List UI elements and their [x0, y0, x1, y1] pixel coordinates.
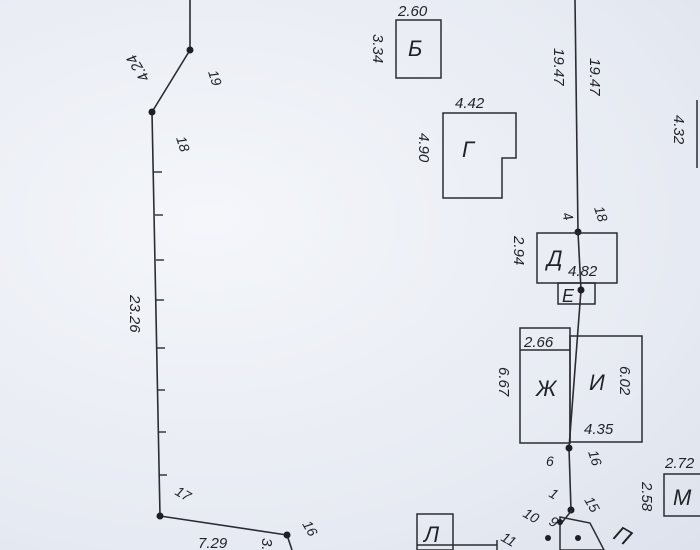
survey-point-10 [557, 519, 563, 525]
building-i-height: 6.02 [616, 366, 633, 396]
survey-point-18 [148, 108, 156, 116]
boundary-line-right-4 [568, 447, 572, 511]
survey-point-18b [574, 228, 582, 236]
building-m: М 2.72 2.58 [638, 455, 700, 517]
point-label-1: 1 [547, 485, 562, 503]
building-p-outline [559, 516, 605, 550]
point-label-11: 11 [499, 529, 520, 550]
building-d: Д 4.82 2.94 [510, 232, 618, 284]
dim-right-b: 19.47 [586, 58, 603, 96]
survey-point-16 [283, 531, 291, 539]
building-d-width: 4.82 [568, 263, 598, 280]
survey-point-e [577, 286, 585, 294]
building-l-outline [416, 513, 454, 550]
building-i-label: И [589, 370, 605, 395]
point-label-18: 18 [173, 134, 193, 154]
survey-point-6 [565, 444, 573, 452]
boundary-segment-18-17 [151, 111, 161, 517]
building-zh-height: 6.67 [495, 367, 512, 397]
right-edge-building: 4.32 [670, 100, 698, 168]
right-boundary [565, 0, 585, 514]
survey-point-17 [156, 512, 164, 520]
building-b-width: 2.60 [397, 3, 428, 20]
dim-19-18: 4.24 [124, 51, 154, 85]
point-label-17: 17 [173, 483, 196, 505]
building-e: Е [557, 282, 596, 306]
building-g-outline [442, 112, 517, 199]
building-b-height: 3.34 [369, 34, 386, 63]
building-d-label: Д [544, 246, 563, 271]
building-i: И 4.35 6.02 [569, 335, 643, 443]
building-d-height: 2.94 [510, 235, 527, 265]
boundary-segment-17-16 [159, 515, 288, 536]
building-m-height: 2.58 [638, 481, 655, 512]
boundary-line-right-3 [568, 289, 582, 449]
survey-point-11 [545, 535, 551, 541]
building-b-label: Б [408, 36, 422, 61]
building-b-outline [395, 19, 442, 79]
point-label-19: 19 [205, 68, 225, 88]
survey-point-9 [575, 535, 581, 541]
survey-point-19 [186, 46, 194, 54]
building-p-label: П [610, 521, 636, 550]
dim-17-16: 7.29 [198, 535, 228, 550]
dim-partial: 3. [258, 538, 275, 550]
boundary-segment-19-18 [151, 49, 191, 113]
point-label-16b: 16 [585, 448, 605, 468]
dim-18-d: 4 [559, 210, 577, 223]
point-label-16: 16 [299, 518, 321, 540]
building-g-height: 4.90 [415, 133, 432, 163]
building-zh: Ж 2.66 6.67 [495, 327, 571, 444]
point-label-10: 10 [521, 505, 543, 527]
boundary-line-right [574, 0, 579, 233]
dim-18-17: 23.26 [126, 294, 143, 333]
point-label-18b: 18 [591, 204, 611, 224]
building-e-outline [557, 282, 596, 305]
building-g: Г 4.42 4.90 [415, 95, 517, 199]
building-i-width: 4.35 [584, 421, 614, 438]
right-edge-height: 4.32 [670, 115, 687, 145]
survey-point-15 [567, 506, 575, 514]
building-zh-width: 2.66 [523, 334, 554, 351]
point-label-6: 6 [546, 453, 554, 469]
building-m-outline [663, 473, 700, 517]
building-i-outline [569, 335, 643, 443]
building-zh-label: Ж [535, 376, 558, 401]
boundary-line-right-2 [577, 231, 582, 291]
left-boundary [148, 0, 293, 550]
building-l-label: Л [422, 522, 440, 547]
building-g-label: Г [462, 137, 476, 162]
building-e-label: Е [562, 286, 575, 306]
building-g-width: 4.42 [455, 95, 485, 112]
building-m-width: 2.72 [664, 455, 695, 472]
building-m-label: М [673, 485, 692, 510]
dim-right-a: 19.47 [550, 48, 567, 86]
point-label-15: 15 [581, 494, 603, 516]
building-b: Б 2.60 3.34 [369, 3, 442, 79]
